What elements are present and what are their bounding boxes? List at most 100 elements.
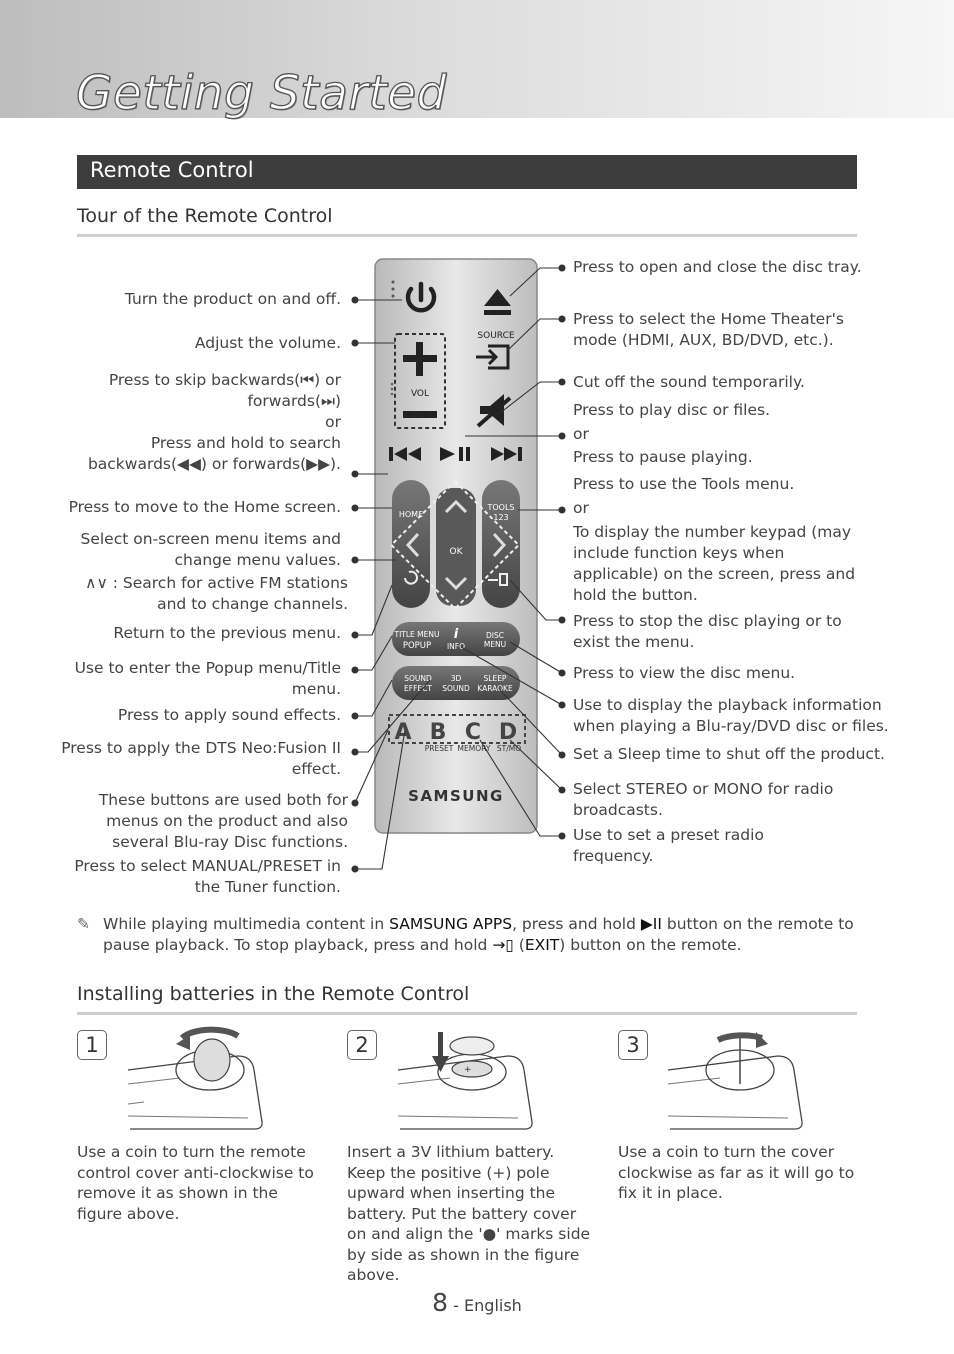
label-stop: Press to stop the disc playing or to exi… <box>573 611 842 653</box>
callout-lines <box>351 264 566 873</box>
label-home: Press to move to the Home screen. <box>68 498 341 516</box>
step-number-2: 2 <box>347 1030 377 1060</box>
footer-separator: - <box>448 1296 465 1315</box>
eject-icon <box>484 289 511 315</box>
tools-exit-pill <box>482 480 520 608</box>
volume-up-icon <box>403 342 437 376</box>
volume-down-icon <box>403 411 437 418</box>
header-band <box>0 0 954 118</box>
sound-3d-sleep-bar <box>392 666 520 700</box>
skip-back-icon <box>389 447 421 461</box>
popup-info-disc-bar <box>392 622 520 656</box>
disc-label: DISC <box>486 631 504 640</box>
skip-forward-icon <box>491 447 522 461</box>
label-or-1: or <box>573 425 589 443</box>
down-arrow-shaft <box>438 1032 443 1058</box>
remote-control-illustration: SOURCE VOL HOME TOOLS 123 OK <box>374 258 538 834</box>
vol-dots <box>390 382 394 396</box>
step-1-description: Use a coin to turn the remote control co… <box>77 1143 314 1223</box>
step-3-description: Use a coin to turn the cover clockwise a… <box>618 1143 855 1202</box>
plus-sign-icon: + <box>464 1065 472 1075</box>
label-popup-line1: Use to enter the Popup menu/Title <box>74 659 341 677</box>
note-text: While playing multimedia content in SAMS… <box>103 914 857 956</box>
info-icon: i <box>454 627 459 642</box>
label-popup: Use to enter the Popup menu/Title menu. <box>75 658 341 700</box>
label-fm-line1: ∧∨ : Search for active FM stations <box>85 574 348 592</box>
label-info-line1: Use to display the playback information <box>573 696 882 714</box>
label-popup-line2: menu. <box>291 680 341 698</box>
popup-label: POPUP <box>403 641 431 651</box>
3d-sound-label: SOUND <box>442 684 470 693</box>
return-icon <box>404 570 418 585</box>
button-b: B <box>430 720 447 745</box>
label-fm: ∧∨ : Search for active FM stations and t… <box>85 573 348 615</box>
label-stop-line1: Press to stop the disc playing or to <box>573 612 842 630</box>
label-source-line1: Press to select the Home Theater's <box>573 310 844 328</box>
label-play: Press to play disc or files. <box>573 401 771 419</box>
source-icon <box>476 344 510 370</box>
label-volume: Adjust the volume. <box>194 334 341 352</box>
3d-label: 3D <box>451 674 462 683</box>
exit-glyph-icon: →▯ <box>492 936 514 954</box>
label-memory: Use to set a preset radio frequency. <box>573 825 764 867</box>
rotate-clockwise-icon <box>756 1032 768 1048</box>
effect-label: EFFECT <box>404 684 432 693</box>
label-mute: Cut off the sound temporarily. <box>573 373 805 391</box>
samsung-logo: SAMSUNG <box>408 787 504 805</box>
label-keypad-line1: To display the number keypad (may <box>573 523 852 541</box>
label-stereo-line1: Select STEREO or MONO for radio <box>573 780 834 798</box>
left-arrow-icon <box>405 532 420 558</box>
chapter-title: Getting Started <box>75 65 447 121</box>
label-abcd: These buttons are used both for menus on… <box>99 790 348 853</box>
label-abcd-line2: menus on the product and also <box>106 812 348 830</box>
label-power: Turn the product on and off. <box>124 290 341 308</box>
sleep-label: SLEEP <box>484 674 507 683</box>
memory-label: MEMORY <box>458 744 491 753</box>
home-label: HOME <box>399 510 423 519</box>
info-label: INFO <box>447 642 465 651</box>
label-pause: Press to pause playing. <box>573 448 753 466</box>
section-bar: Remote Control <box>77 155 857 189</box>
batteries-heading-rule <box>77 1012 857 1015</box>
play-pause-icon <box>440 447 470 461</box>
button-a: A <box>394 720 411 745</box>
label-abcd-line1: These buttons are used both for <box>98 791 348 809</box>
label-info: Use to display the playback information … <box>573 695 889 737</box>
mute-icon <box>476 394 512 428</box>
note-part-5: ) button on the remote. <box>559 936 742 954</box>
label-skip-line2: forwards(⏭) <box>247 392 341 410</box>
label-info-line2: when playing a Blu-ray/DVD disc or files… <box>573 717 889 735</box>
label-fm-line2: and to change channels. <box>157 595 348 613</box>
label-select-line1: Select on-screen menu items and <box>80 530 342 548</box>
stmo-label: ST/MO <box>497 744 521 753</box>
tour-heading: Tour of the Remote Control <box>77 205 333 227</box>
label-source: Press to select the Home Theater's mode … <box>573 309 844 351</box>
label-tools: Press to use the Tools menu. <box>573 475 795 493</box>
title-menu-label: TITLE MENU <box>394 630 440 639</box>
label-tuner-line1: Press to select MANUAL/PRESET in <box>74 857 341 875</box>
label-select: Select on-screen menu items and change m… <box>81 529 342 571</box>
label-memory-line1: Use to set a preset radio <box>573 826 764 844</box>
label-abcd-line3: several Blu-ray Disc functions. <box>112 833 348 851</box>
tools-number-label: 123 <box>493 513 508 522</box>
label-skip: Press to skip backwards(⏮) or forwards(⏭… <box>88 370 341 475</box>
led-dots <box>391 280 395 298</box>
exit-icon <box>488 573 508 586</box>
rotate-arrow-icon <box>176 1035 190 1050</box>
note-paragraph: ✎ While playing multimedia content in SA… <box>77 914 857 956</box>
abcd-highlight-box <box>388 714 526 744</box>
label-tuner: Press to select MANUAL/PRESET in the Tun… <box>74 856 341 898</box>
power-icon <box>405 281 437 313</box>
label-search-line1: Press and hold to search <box>150 434 341 452</box>
button-d: D <box>499 720 517 745</box>
volume-highlight-box <box>394 333 446 429</box>
note-part-4: ( <box>513 936 525 954</box>
label-dts-line1: Press to apply the DTS Neo:Fusion II <box>61 739 341 757</box>
label-keypad-line3: applicable) on the screen, press and <box>573 565 856 583</box>
label-eject: Press to open and close the disc tray. <box>573 258 862 276</box>
home-return-pill <box>392 480 430 608</box>
note-samsung-apps: SAMSUNG APPS <box>389 915 513 933</box>
battery-top-icon <box>449 1036 495 1056</box>
label-keypad-line2: include function keys when <box>573 544 785 562</box>
label-skip-or: or <box>325 413 341 431</box>
